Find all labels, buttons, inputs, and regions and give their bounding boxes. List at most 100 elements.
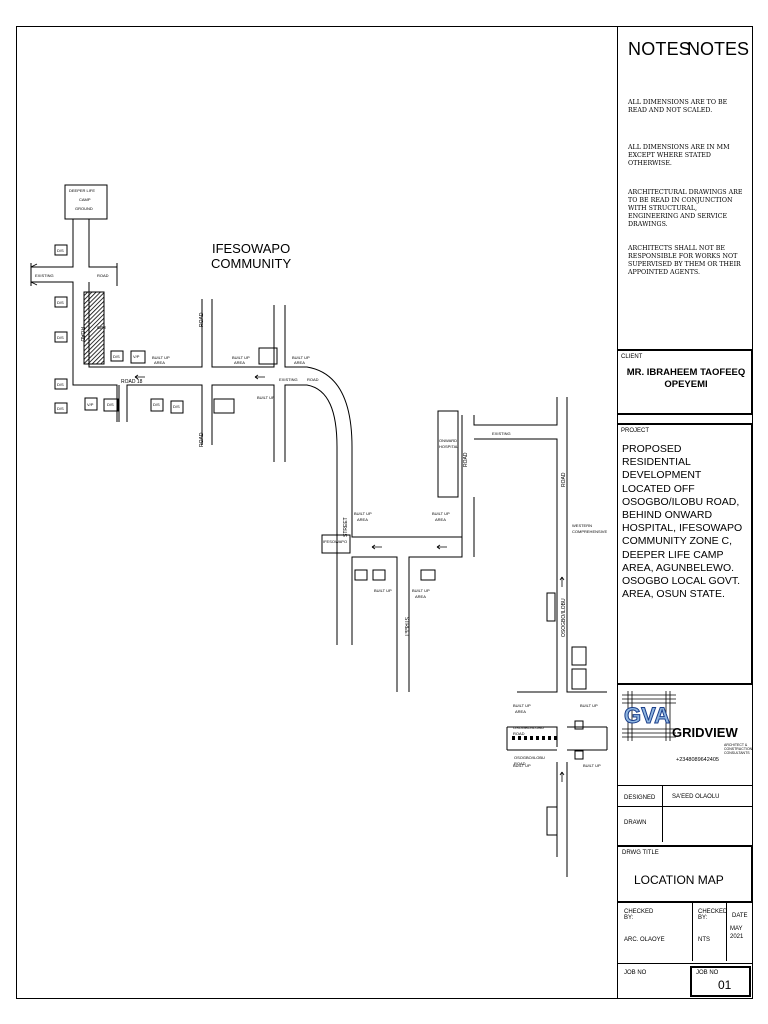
svg-text:BUILT UP: BUILT UP (292, 355, 310, 360)
svg-text:EXISTING: EXISTING (492, 431, 511, 436)
svg-text:AREA: AREA (294, 360, 305, 365)
camp-label-3: GROUND (75, 206, 93, 211)
community-label: IFESOWAPO COMMUNITY (211, 241, 291, 271)
svg-text:V/P: V/P (133, 354, 140, 359)
church-label: IFESOWAPO (323, 539, 347, 544)
svg-text:ROAD: ROAD (463, 452, 469, 467)
map-drawing: DEEPER LIFE CAMP GROUND D/S D/S D/S D/S … (30, 184, 608, 877)
job-label-2: JOB NO (696, 970, 719, 976)
svg-text:BUILT UP: BUILT UP (432, 511, 450, 516)
job-section: JOB NO JOB NO 01 (618, 963, 753, 998)
note-3: ARCHITECTURAL DRAWINGS ARE TO BE READ IN… (628, 189, 743, 228)
svg-text:AREA: AREA (234, 360, 245, 365)
svg-text:BUILT UP: BUILT UP (580, 703, 598, 708)
drawn-label: DRAWN (624, 820, 647, 826)
svg-text:D/S: D/S (57, 300, 64, 305)
svg-text:BUILT UP: BUILT UP (152, 355, 170, 360)
drawing-title-section: DRWG TITLE LOCATION MAP (618, 845, 753, 903)
date-label: DATE (732, 913, 748, 919)
checked-label: CHECKED BY: (624, 909, 654, 921)
svg-text:ROAD: ROAD (199, 432, 205, 447)
client-label: CLIENT (621, 354, 643, 360)
svg-text:ROAD: ROAD (513, 731, 525, 736)
svg-text:ROAD: ROAD (79, 327, 85, 342)
gridview-logo: GVA GRIDVIEW (622, 691, 738, 741)
svg-text:ROAD: ROAD (199, 312, 205, 327)
location-map: DEEPER LIFE CAMP GROUND D/S D/S D/S D/S … (17, 27, 617, 998)
logo-letters: GVA (624, 703, 670, 728)
svg-text:BUILT UP: BUILT UP (354, 511, 372, 516)
svg-text:D/S: D/S (173, 404, 180, 409)
svg-text:BUILT UP: BUILT UP (257, 395, 275, 400)
svg-text:BUILT UP: BUILT UP (412, 588, 430, 593)
drawing-sheet: DEEPER LIFE CAMP GROUND D/S D/S D/S D/S … (16, 26, 753, 999)
svg-text:HOSPITAL: HOSPITAL (439, 444, 459, 449)
firm-tagline: ARCHITECT & CONSTRUCTION CONSULTANTS (724, 743, 753, 755)
svg-text:OSOGBO/ILOBU: OSOGBO/ILOBU (513, 725, 544, 730)
svg-text:ONWARD: ONWARD (439, 438, 457, 443)
job-label: JOB NO (624, 970, 647, 976)
svg-text:AREA: AREA (154, 360, 165, 365)
svg-text:STREET: STREET (343, 517, 349, 537)
community-label-line2: COMMUNITY (211, 256, 292, 271)
camp-label-2: CAMP (79, 197, 91, 202)
client-section: CLIENT MR. IBRAHEEM TAOFEEQ OPEYEMI (618, 349, 753, 415)
notes-heading-right: NOTES (686, 39, 749, 59)
svg-text:BUILT UP: BUILT UP (232, 355, 250, 360)
checked-section: CHECKED BY: ARC. OLAOYE CHECKED BY: NTS … (618, 903, 753, 961)
svg-text:STREET: STREET (403, 617, 409, 637)
svg-text:WESTERN: WESTERN (572, 523, 592, 528)
svg-text:V/P: V/P (87, 402, 94, 407)
designed-label: DESIGNED (624, 795, 656, 801)
svg-text:ROAD 18: ROAD 18 (121, 379, 143, 385)
svg-text:BUILT UP: BUILT UP (374, 588, 392, 593)
svg-text:ROAD: ROAD (514, 761, 526, 766)
firm-logo-section: GVA GRIDVIEW ARCHITECT & CONSTRUCTION CO… (618, 685, 753, 785)
community-label-line1: IFESOWAPO (211, 241, 291, 256)
svg-text:AREA: AREA (515, 709, 526, 714)
svg-text:ROAD: ROAD (561, 472, 567, 487)
site-hatched-plot (83, 291, 105, 365)
svg-text:BUILT UP: BUILT UP (513, 763, 531, 768)
title-block: NOTES NOTES ALL DIMENSIONS ARE TO BE REA… (617, 27, 753, 998)
svg-text:D/S: D/S (57, 382, 64, 387)
scale-value: NTS (698, 937, 710, 943)
notes-section: NOTES NOTES ALL DIMENSIONS ARE TO BE REA… (618, 27, 753, 349)
firm-name-svg: GRIDVIEW (672, 725, 738, 740)
project-section: PROJECT PROPOSED RESIDENTIAL DEVELOPMENT… (618, 423, 753, 685)
svg-text:D/S: D/S (153, 402, 160, 407)
svg-text:D/S: D/S (107, 402, 114, 407)
site-label: SITE (97, 325, 106, 330)
project-label: PROJECT (621, 428, 650, 434)
svg-text:BUILT UP: BUILT UP (513, 703, 531, 708)
svg-text:OSOGBO/ILOBU: OSOGBO/ILOBU (514, 755, 545, 760)
firm-phone: +2348089642405 (676, 757, 719, 763)
svg-text:AREA: AREA (415, 594, 426, 599)
svg-text:ROAD: ROAD (97, 273, 109, 278)
checked-value: ARC. OLAOYE (624, 937, 665, 943)
svg-text:OSOGBO/ILOBU: OSOGBO/ILOBU (561, 598, 567, 637)
camp-label-1: DEEPER LIFE (69, 188, 95, 193)
drawing-title-value: LOCATION MAP (634, 873, 724, 887)
svg-text:D/S: D/S (57, 248, 64, 253)
notes-heading: NOTES (628, 39, 692, 59)
svg-text:AREA: AREA (435, 517, 446, 522)
designed-drawn-section: DESIGNED SA'EED OLAOLU DRAWN (618, 785, 753, 842)
svg-text:COMPREHENSIVE: COMPREHENSIVE (572, 529, 607, 534)
designed-value: SA'EED OLAOLU (672, 794, 720, 800)
drawing-title-label: DRWG TITLE (622, 850, 659, 856)
svg-text:ROAD: ROAD (307, 377, 319, 382)
svg-text:D/S: D/S (57, 335, 64, 340)
checked-label-2: CHECKED BY: (698, 909, 728, 921)
note-1: ALL DIMENSIONS ARE TO BE READ AND NOT SC… (628, 99, 728, 114)
job-number-box: JOB NO 01 (690, 966, 751, 997)
svg-text:EXISTING: EXISTING (279, 377, 298, 382)
svg-text:EXISTING: EXISTING (35, 273, 54, 278)
date-value: MAY 2021 (730, 926, 744, 940)
project-description: PROPOSED RESIDENTIAL DEVELOPMENT LOCATED… (622, 443, 743, 601)
svg-text:AREA: AREA (357, 517, 368, 522)
client-name: MR. IBRAHEEM TAOFEEQ OPEYEMI (626, 367, 746, 390)
svg-text:D/S: D/S (57, 406, 64, 411)
job-number: 01 (718, 978, 732, 992)
svg-text:D/S: D/S (113, 354, 120, 359)
